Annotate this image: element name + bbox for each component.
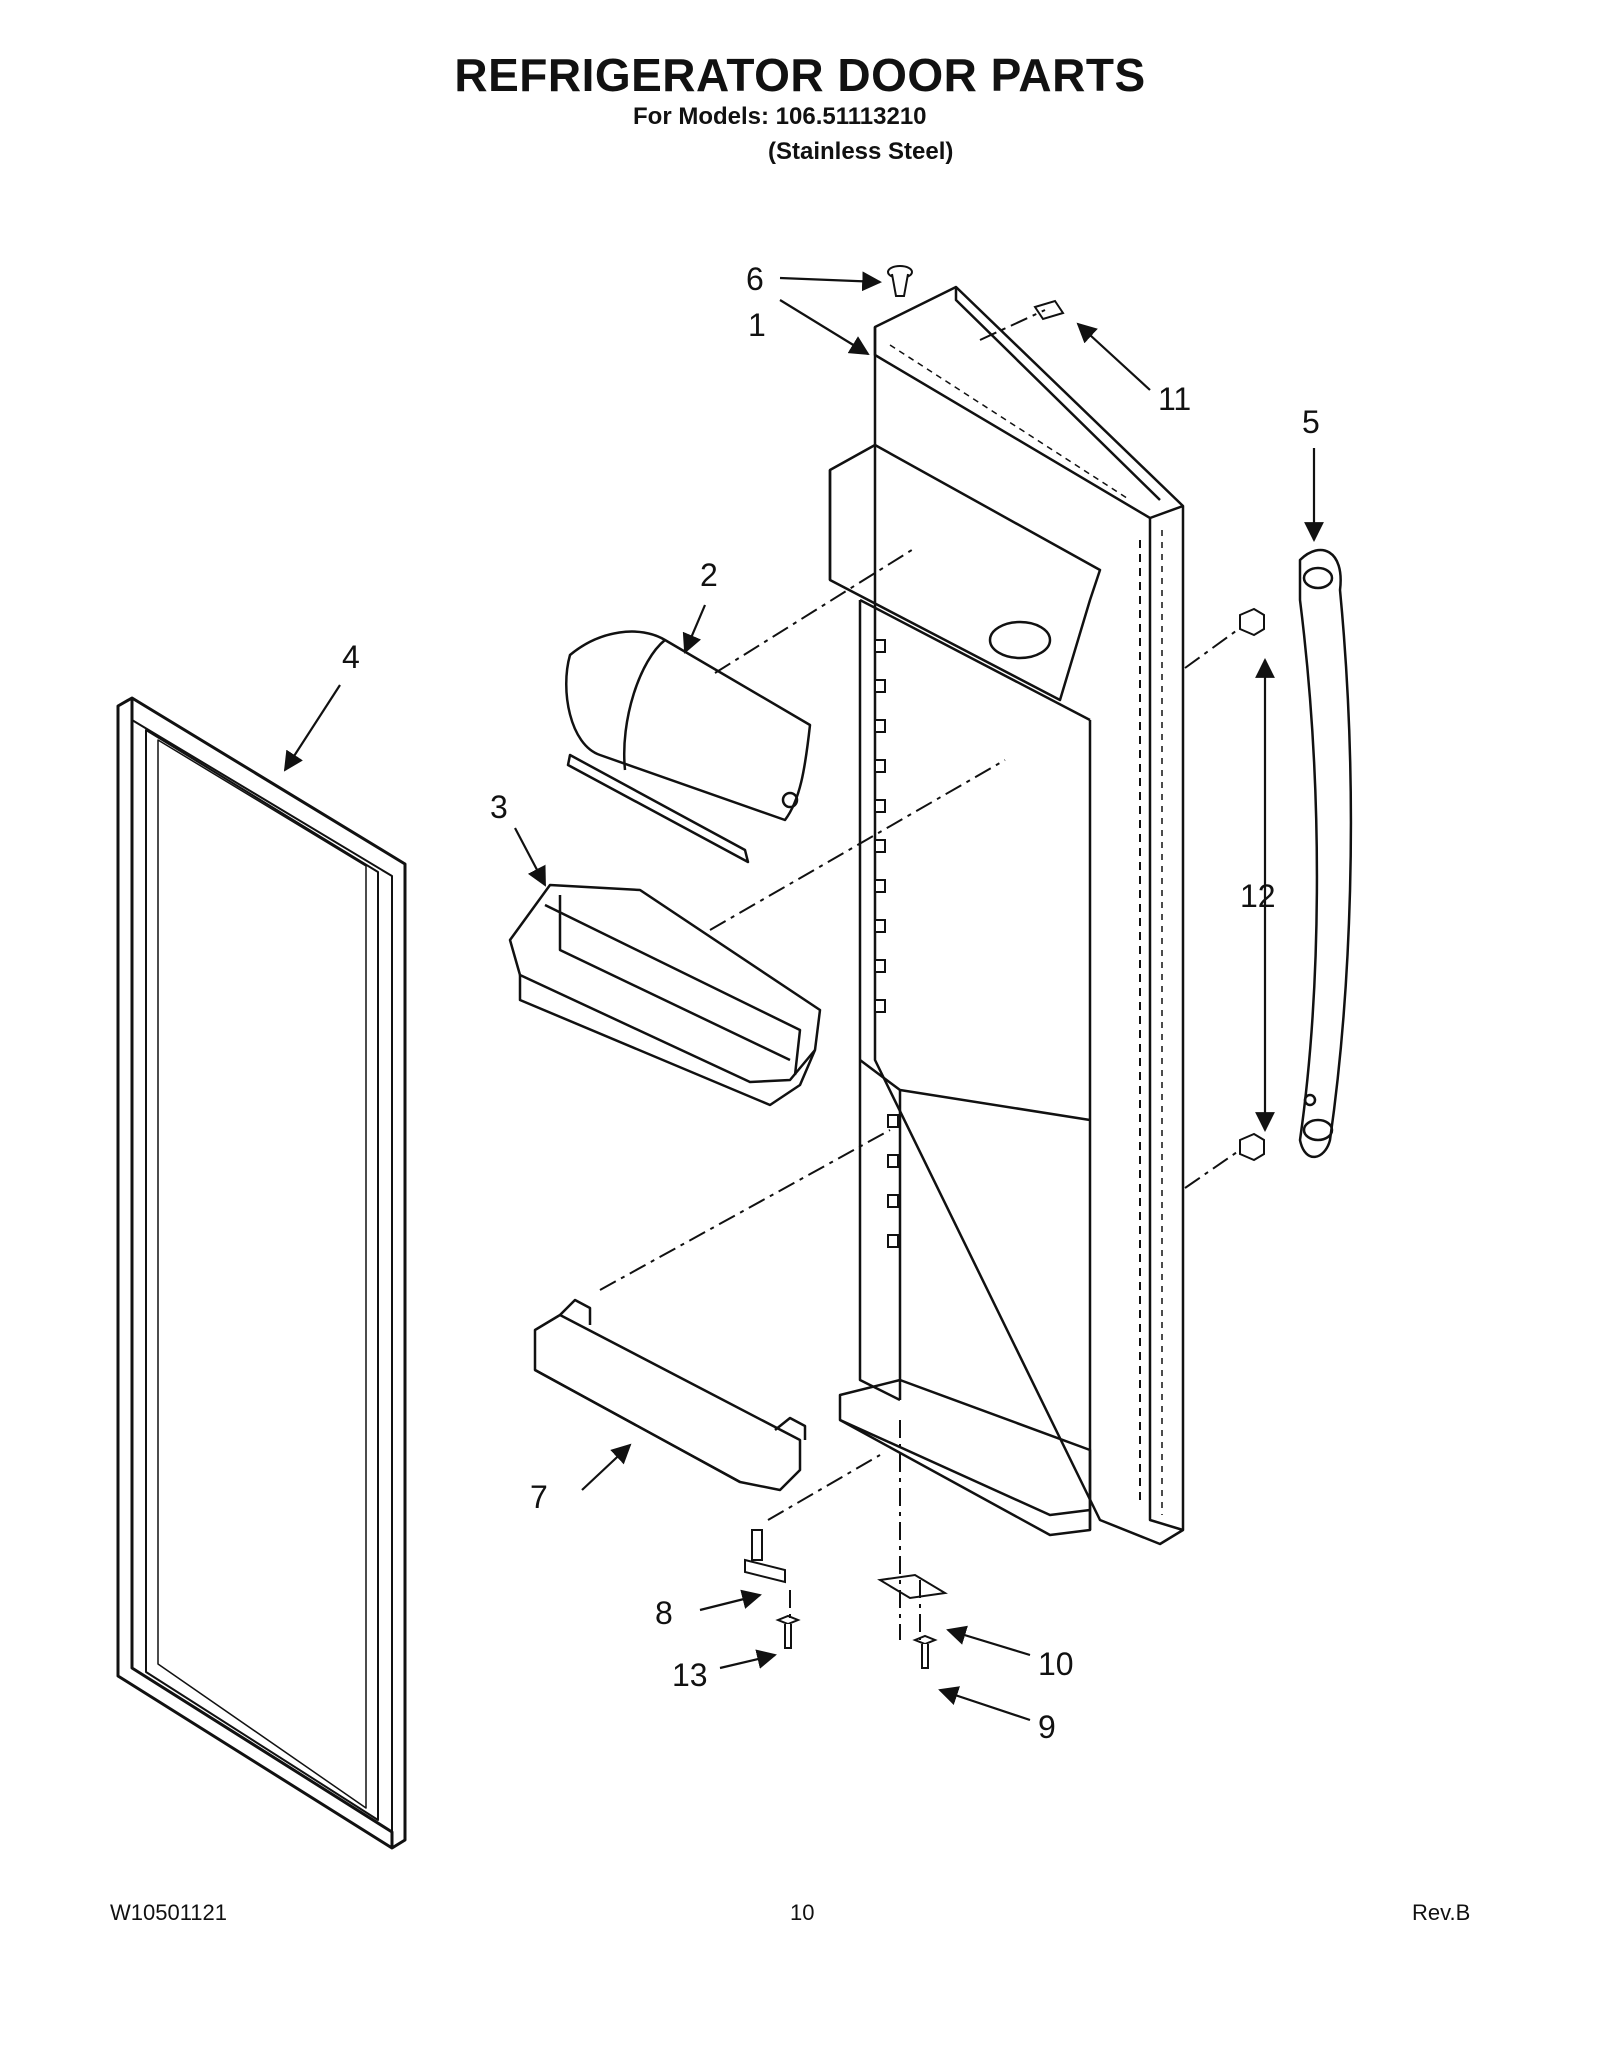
revision: Rev.B [1412,1900,1471,1925]
shelf-stud [887,1114,899,1128]
shelf-stud [874,799,886,813]
shelf-stud [874,679,886,693]
callout-3: 3 [490,789,508,825]
callout-1: 1 [748,307,766,343]
models-line: For Models: 106.51113210 [633,103,927,130]
hinge-bracket-part [877,1573,948,1600]
shelf-stud [887,1234,899,1248]
shelf-stud [874,919,886,933]
callout-11: 11 [1158,381,1191,417]
document-number: W10501121 [110,1900,228,1925]
shelf-stud [874,719,886,733]
callout-7: 7 [530,1479,548,1515]
callout-2: 2 [700,557,718,593]
page-number: 10 [790,1900,815,1925]
callout-10: 10 [1038,1646,1074,1682]
door-plug-part [887,265,914,297]
callout-13: 13 [672,1657,708,1693]
door-gasket-part [116,696,407,1850]
handle-studs-part [1239,607,1265,1162]
callout-4: 4 [342,639,360,675]
shelf-stud [874,959,886,973]
shelf-stud [874,759,886,773]
door-liner-part [828,285,1185,1546]
door-handle-part [1298,548,1353,1159]
shelf-stud [874,839,886,853]
shelf-stud [874,879,886,893]
callout-6: 6 [746,261,764,297]
callout-9: 9 [1038,1709,1056,1745]
callout-12: 12 [1240,878,1276,914]
label-part [1033,299,1065,321]
page-title: REFRIGERATOR DOOR PARTS [454,49,1146,101]
callout-5: 5 [1302,404,1320,440]
shelf-stud [874,999,886,1013]
hinge-pin-part [744,1529,786,1584]
callout-numbers: 1 2 3 4 5 6 7 8 9 10 11 12 13 [342,261,1320,1745]
callout-8: 8 [655,1595,673,1631]
shelf-stud [887,1194,899,1208]
liner-shelf-studs [874,639,899,1248]
shelf-stud [874,639,886,653]
door-bin-part [508,883,822,1107]
shelf-stud [887,1154,899,1168]
finish-line: (Stainless Steel) [768,138,954,165]
screw-part [775,1614,938,1669]
assembly-leader-lines [599,309,1241,1640]
dairy-door-part [565,630,812,864]
callout-arrows [283,271,1324,1722]
lower-door-bin-part [533,1298,807,1492]
